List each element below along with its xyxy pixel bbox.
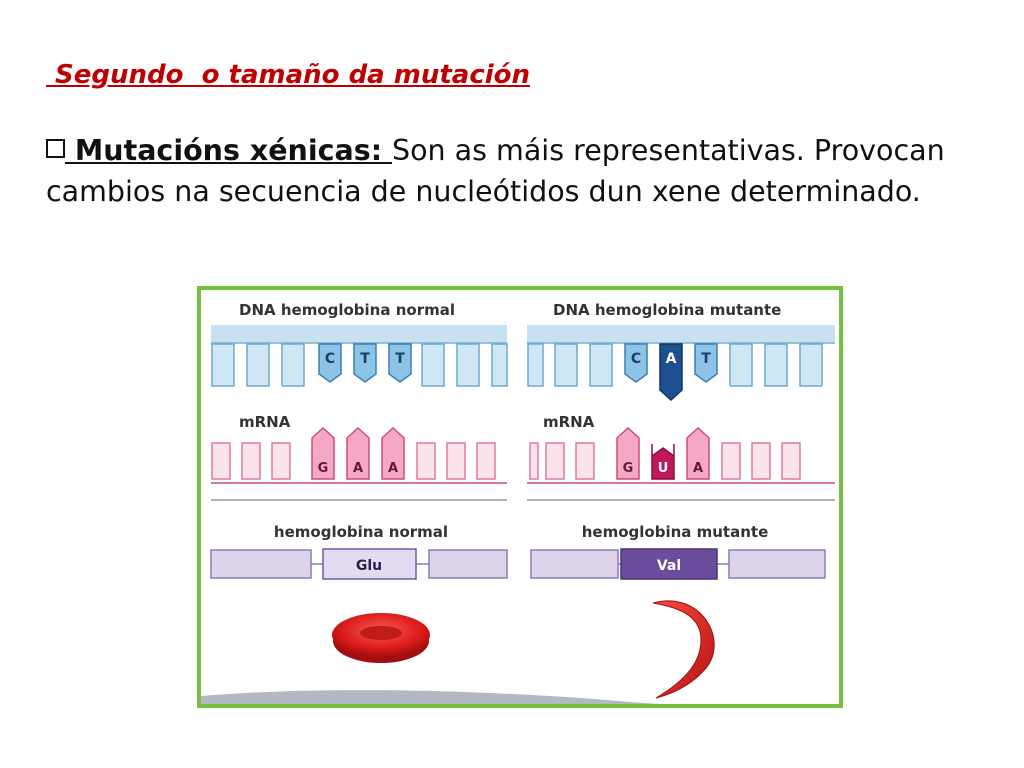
mutation-diagram: DNA hemoglobina normal C T T mRNA [201,290,839,704]
checkbox-bullet-icon [46,139,65,158]
mrna-base-normal-1 [311,426,335,480]
mrna-base-mutant-3-letter: A [693,461,703,476]
mrna-base-mutant-2-letter: U [658,461,669,476]
mrna-bases-normal: G A A [311,426,405,480]
mrna-base-mutant-3 [686,426,710,480]
dna-base-mutant-1-letter: C [631,351,641,367]
dna-bases-mutant: C A T [624,343,718,402]
mrna-teeth-mutant [529,442,801,480]
mrna-base-normal-1-letter: G [318,461,329,476]
mrna-base-normal-3-letter: A [388,461,398,476]
amino-acid-normal: Glu [356,558,382,574]
dna-base-normal-2 [353,343,377,383]
dna-base-normal-3-letter: T [395,351,405,367]
mrna-base-normal-2 [346,426,370,480]
amino-acid-mutant-box [620,548,718,580]
protein-chain-mutant [530,549,826,579]
dna-backbone-mutant [527,325,835,343]
mrna-base-normal-3 [381,426,405,480]
mrna-base-mutant-2 [651,444,675,480]
dna-bases-normal: C T T [318,343,412,383]
mutation-figure: DNA hemoglobina normal C T T mRNA [197,286,843,708]
mrna-base-normal-2-letter: A [353,461,363,476]
protein-normal-label: hemoglobina normal [274,523,448,541]
amino-acid-mutant: Val [657,558,681,574]
mrna-bases-mutant: G U A [616,426,710,480]
amino-acid-normal-box [322,548,417,580]
sickle-cell-icon [652,600,715,699]
dna-base-mutant-3-letter: T [701,351,711,367]
bullet-text: Son as máis representativas. Provocan ca… [46,134,945,208]
dna-teeth-mutant [527,343,823,387]
protein-mutant-label: hemoglobina mutante [582,523,769,541]
dna-mutant-label: DNA hemoglobina mutante [553,301,781,319]
dna-base-normal-2-letter: T [360,351,370,367]
mrna-normal-label: mRNA [239,413,291,431]
dna-base-mutant-1 [624,343,648,383]
protein-chain-normal [210,549,508,579]
dna-backbone-normal [211,325,507,343]
mrna-mutant-label: mRNA [543,413,595,431]
dna-base-normal-1 [318,343,342,383]
dna-normal-label: DNA hemoglobina normal [239,301,455,319]
dna-base-mutant-2 [659,343,683,402]
red-blood-cell-icon [332,613,430,663]
mrna-base-mutant-1 [616,426,640,480]
mrna-base-mutant-1-letter: G [623,461,634,476]
slide-title: Segundo o tamaño da mutación [46,60,531,90]
dna-base-mutant-2-letter: A [666,351,677,367]
mrna-teeth-normal [211,442,496,480]
dna-base-normal-3 [388,343,412,383]
bullet-paragraph: Mutacións xénicas: Son as máis represent… [46,130,976,212]
dna-base-normal-1-letter: C [325,351,335,367]
bottom-swoosh [201,690,661,704]
dna-teeth-normal [211,343,508,387]
dna-base-mutant-3 [694,343,718,383]
bullet-term: Mutacións xénicas: [65,134,393,167]
